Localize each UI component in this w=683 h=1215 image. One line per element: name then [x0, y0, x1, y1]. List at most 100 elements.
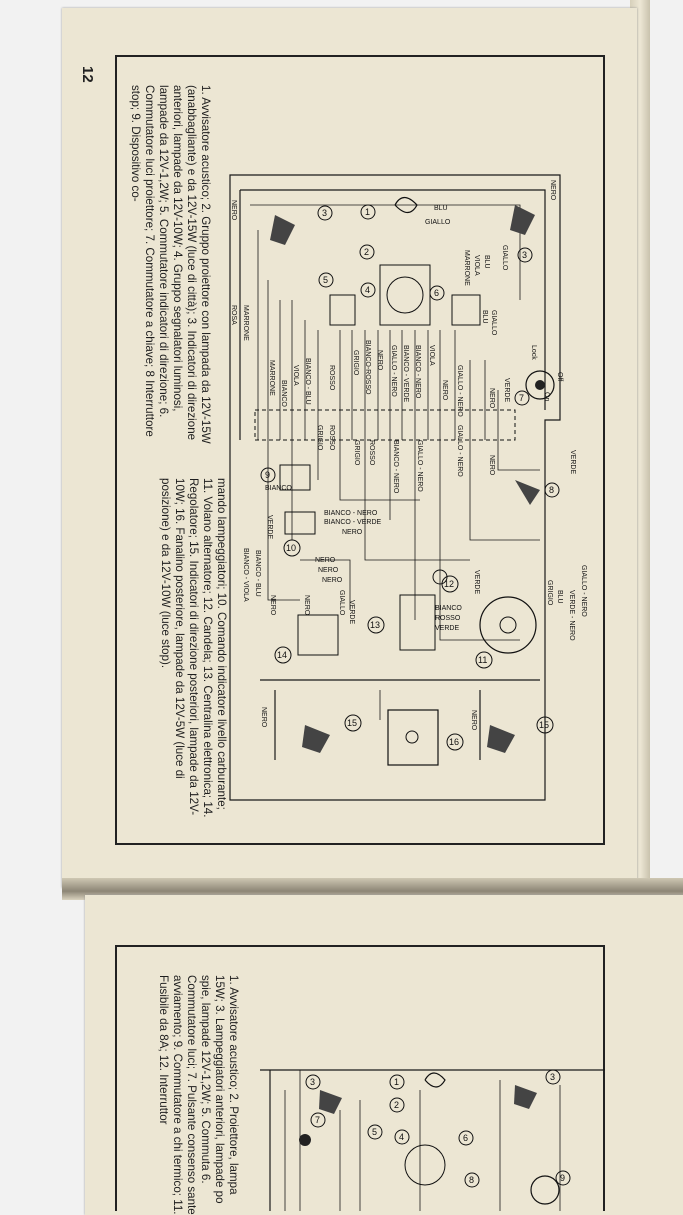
svg-text:GIALLO - NERO: GIALLO - NERO	[580, 565, 587, 617]
svg-text:2: 2	[364, 247, 369, 257]
ignition-key-switch	[525, 370, 555, 400]
svg-text:GIALLO: GIALLO	[338, 590, 345, 616]
svg-text:MARRONE: MARRONE	[268, 360, 275, 396]
svg-text:BIANCO - NERO: BIANCO - NERO	[324, 510, 378, 517]
svg-text:GRIGIO: GRIGIO	[353, 440, 360, 466]
svg-text:NERO: NERO	[488, 388, 495, 409]
front-turn-indicator-left	[270, 215, 295, 245]
svg-text:VIOLA: VIOLA	[428, 345, 435, 366]
svg-text:1: 1	[365, 207, 370, 217]
svg-text:BIANCO - BLU: BIANCO - BLU	[254, 550, 261, 597]
svg-text:BLU: BLU	[481, 310, 488, 324]
svg-text:6: 6	[463, 1133, 468, 1143]
svg-text:NERO: NERO	[315, 557, 336, 564]
svg-text:1: 1	[394, 1077, 399, 1087]
regulator	[297, 614, 339, 656]
svg-text:6: 6	[434, 288, 439, 298]
svg-text:GIALLO: GIALLO	[490, 310, 497, 336]
svg-text:4: 4	[399, 1132, 404, 1142]
fuel-level-sender	[284, 511, 316, 535]
svg-text:GIALLO - NERO: GIALLO - NERO	[390, 345, 397, 397]
tail-light	[387, 709, 439, 766]
svg-text:16: 16	[449, 737, 459, 747]
svg-text:GRIGIO: GRIGIO	[546, 580, 553, 606]
svg-text:2: 2	[394, 1100, 399, 1110]
book-spine	[62, 878, 683, 900]
svg-text:10: 10	[286, 543, 296, 553]
svg-text:VIOLA: VIOLA	[292, 365, 299, 386]
svg-text:NERO: NERO	[303, 595, 310, 616]
svg-text:NERO: NERO	[376, 350, 383, 371]
svg-text:13: 13	[370, 620, 380, 630]
svg-text:ROSSO: ROSSO	[435, 615, 461, 622]
wiring-diagram-next-page: 1 2 3 3 4 5 6 7 8 9	[260, 1069, 605, 1211]
electronic-control-unit	[399, 594, 436, 651]
svg-text:NERO: NERO	[269, 595, 276, 616]
wiring-diagram-frame-next	[115, 945, 605, 1211]
svg-text:GRIGIO: GRIGIO	[316, 425, 323, 451]
svg-text:VERDE: VERDE	[348, 600, 355, 624]
svg-text:BIANCO - NERO: BIANCO - NERO	[392, 440, 399, 494]
svg-text:ROSA: ROSA	[230, 305, 237, 325]
svg-text:VERDE: VERDE	[266, 515, 273, 539]
svg-text:NERO: NERO	[488, 455, 495, 476]
svg-text:8: 8	[469, 1175, 474, 1185]
svg-text:8: 8	[549, 485, 554, 495]
wire-color-labels: NERO BLU GIALLO GIALLO BLU VIOLA MARRONE…	[230, 180, 587, 731]
svg-text:3: 3	[322, 208, 327, 218]
rear-turn-indicator-left	[302, 725, 330, 753]
horn-icon	[394, 196, 418, 214]
svg-text:9: 9	[560, 1173, 565, 1183]
svg-text:14: 14	[277, 650, 287, 660]
svg-text:BIANCO: BIANCO	[280, 380, 287, 407]
stop-switch	[515, 480, 540, 505]
svg-text:NERO: NERO	[470, 710, 477, 731]
manual-page-next	[85, 895, 683, 1215]
svg-text:BIANCO - VIOLA: BIANCO - VIOLA	[242, 548, 249, 602]
svg-text:VERDE: VERDE	[569, 450, 576, 474]
svg-text:VIOLA: VIOLA	[473, 255, 480, 276]
svg-text:NERO: NERO	[230, 200, 237, 221]
svg-text:3: 3	[550, 1072, 555, 1082]
svg-text:MARRONE: MARRONE	[242, 305, 249, 341]
svg-text:GIALLO: GIALLO	[425, 219, 451, 226]
svg-text:NERO: NERO	[322, 577, 343, 584]
svg-text:BLU: BLU	[556, 590, 563, 604]
svg-text:3: 3	[310, 1077, 315, 1087]
svg-text:NERO: NERO	[549, 180, 556, 201]
svg-text:BIANCO: BIANCO	[435, 605, 462, 612]
switch-lock-label: Lock	[530, 345, 537, 360]
svg-text:MARRONE: MARRONE	[463, 250, 470, 286]
svg-text:12: 12	[444, 579, 454, 589]
svg-text:4: 4	[365, 285, 370, 295]
svg-text:NERO: NERO	[318, 567, 339, 574]
svg-text:NERO: NERO	[260, 707, 267, 728]
svg-text:BLU: BLU	[483, 255, 490, 269]
svg-text:BIANCO - VERDE: BIANCO - VERDE	[402, 345, 409, 403]
svg-text:11: 11	[478, 655, 487, 665]
component-numbers: 1 2 3 3 4 5 6 7 8 9 10 11 12 13 14 15 15…	[260, 204, 560, 751]
svg-text:GRIGIO: GRIGIO	[352, 350, 359, 376]
svg-text:NERO: NERO	[342, 529, 363, 536]
svg-text:BIANCO: BIANCO	[265, 485, 292, 492]
svg-text:5: 5	[323, 275, 328, 285]
svg-text:15: 15	[539, 720, 549, 730]
svg-text:GIALLO - NERO: GIALLO - NERO	[456, 425, 463, 477]
manual-page-12	[62, 8, 637, 888]
svg-text:NERO: NERO	[441, 380, 448, 401]
svg-text:7: 7	[519, 393, 524, 403]
svg-text:GIALLO - NERO: GIALLO - NERO	[416, 440, 423, 492]
svg-text:9: 9	[265, 470, 270, 480]
svg-text:BIANCO - BLU: BIANCO - BLU	[304, 358, 311, 405]
turn-signal-switch	[329, 294, 356, 326]
svg-text:ROSSO: ROSSO	[328, 365, 335, 391]
svg-text:BIANCO-ROSSO: BIANCO-ROSSO	[364, 340, 371, 395]
switch-on-label: On	[543, 392, 550, 401]
rear-turn-indicator-right	[487, 725, 515, 753]
switch-off-label: Off	[556, 372, 563, 381]
svg-text:3: 3	[522, 250, 527, 260]
alternator-flywheel	[479, 596, 537, 654]
light-switch	[451, 294, 481, 326]
svg-text:VERDE: VERDE	[473, 570, 480, 594]
